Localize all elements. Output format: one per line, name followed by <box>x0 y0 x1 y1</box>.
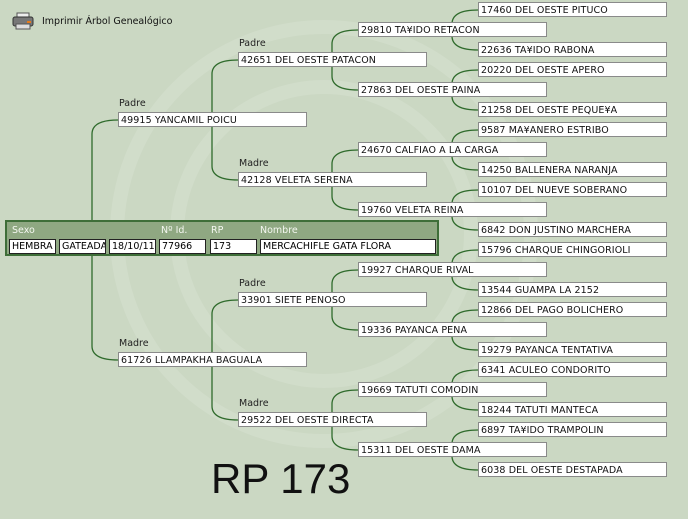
birth-date-field[interactable]: 18/10/11 <box>109 239 156 254</box>
ancestor-box[interactable]: 9587 MA¥ANERO ESTRIBO <box>478 122 667 137</box>
connector-line <box>211 360 239 421</box>
ancestor-box[interactable]: 10107 DEL NUEVE SOBERANO <box>478 182 667 197</box>
mother-label: Madre <box>239 398 269 409</box>
ancestor-box[interactable]: 19669 TATUTI COMODIN <box>358 382 547 397</box>
print-tree-button[interactable]: Imprimir Árbol Genealógico <box>12 12 172 30</box>
id-header: Nº Id. <box>161 225 188 236</box>
ancestor-box[interactable]: 13544 GUAMPA LA 2152 <box>478 282 667 297</box>
connector-line <box>331 389 359 420</box>
ancestor-box[interactable]: 42128 VELETA SERENA <box>238 172 427 187</box>
ancestor-box[interactable]: 19760 VELETA REINA <box>358 202 547 217</box>
name-header: Nombre <box>260 225 298 236</box>
print-label: Imprimir Árbol Genealógico <box>42 15 173 27</box>
father-label: Padre <box>239 38 266 49</box>
mother-label: Madre <box>119 338 149 349</box>
ancestor-box[interactable]: 19336 PAYANCA PENA <box>358 322 547 337</box>
father-label: Padre <box>119 98 146 109</box>
connector-line <box>211 299 239 360</box>
connector-line <box>331 60 359 91</box>
rp-field[interactable]: 173 <box>210 239 257 254</box>
mother-label: Madre <box>239 158 269 169</box>
ancestor-box[interactable]: 20220 DEL OESTE APERO <box>478 62 667 77</box>
id-field[interactable]: 77966 <box>159 239 206 254</box>
sex-header: Sexo <box>12 225 35 236</box>
ancestor-box[interactable]: 19927 CHARQUE RIVAL <box>358 262 547 277</box>
ancestor-box[interactable]: 6341 ACULEO CONDORITO <box>478 362 667 377</box>
printer-icon <box>12 12 34 30</box>
ancestor-box[interactable]: 15796 CHARQUE CHINGORIOLI <box>478 242 667 257</box>
ancestor-box[interactable]: 22636 TA¥IDO RABONA <box>478 42 667 57</box>
ancestor-box[interactable]: 24670 CALFIAO A LA CARGA <box>358 142 547 157</box>
father-label: Padre <box>239 278 266 289</box>
ancestor-box[interactable]: 42651 DEL OESTE PATACON <box>238 52 427 67</box>
subject-panel: Sexo Nº Id. RP Nombre HEMBRA GATEADA 18/… <box>5 220 439 256</box>
ancestor-box[interactable]: 15311 DEL OESTE DAMA <box>358 442 547 457</box>
rp-caption: RP 173 <box>211 455 351 502</box>
ancestor-box[interactable]: 21258 DEL OESTE PEQUE¥A <box>478 102 667 117</box>
connector-line <box>91 240 119 361</box>
connector-line <box>91 119 119 240</box>
name-field[interactable]: MERCACHIFLE GATA FLORA <box>260 239 436 254</box>
rp-header: RP <box>211 225 224 236</box>
sex-field[interactable]: HEMBRA <box>9 239 56 254</box>
ancestor-box[interactable]: 6842 DON JUSTINO MARCHERA <box>478 222 667 237</box>
ancestor-box[interactable]: 61726 LLAMPAKHA BAGUALA <box>118 352 307 367</box>
ancestor-box[interactable]: 12866 DEL PAGO BOLICHERO <box>478 302 667 317</box>
connector-line <box>331 29 359 60</box>
ancestor-box[interactable]: 17460 DEL OESTE PITUCO <box>478 2 667 17</box>
connector-line <box>331 149 359 180</box>
ancestor-box[interactable]: 18244 TATUTI MANTECA <box>478 402 667 417</box>
connector-line <box>211 59 239 120</box>
ancestor-box[interactable]: 33901 SIETE PENOSO <box>238 292 427 307</box>
ancestor-box[interactable]: 6897 TA¥IDO TRAMPOLIN <box>478 422 667 437</box>
connector-line <box>331 420 359 451</box>
ancestor-box[interactable]: 29522 DEL OESTE DIRECTA <box>238 412 427 427</box>
connector-line <box>331 180 359 211</box>
ancestor-box[interactable]: 14250 BALLENERA NARANJA <box>478 162 667 177</box>
ancestor-box[interactable]: 6038 DEL OESTE DESTAPADA <box>478 462 667 477</box>
connector-line <box>211 120 239 181</box>
color-field[interactable]: GATEADA <box>59 239 106 254</box>
connector-line <box>331 269 359 300</box>
connector-line <box>331 300 359 331</box>
ancestor-box[interactable]: 29810 TA¥IDO RETACON <box>358 22 547 37</box>
ancestor-box[interactable]: 49915 YANCAMIL POICU <box>118 112 307 127</box>
ancestor-box[interactable]: 19279 PAYANCA TENTATIVA <box>478 342 667 357</box>
ancestor-box[interactable]: 27863 DEL OESTE PAINA <box>358 82 547 97</box>
